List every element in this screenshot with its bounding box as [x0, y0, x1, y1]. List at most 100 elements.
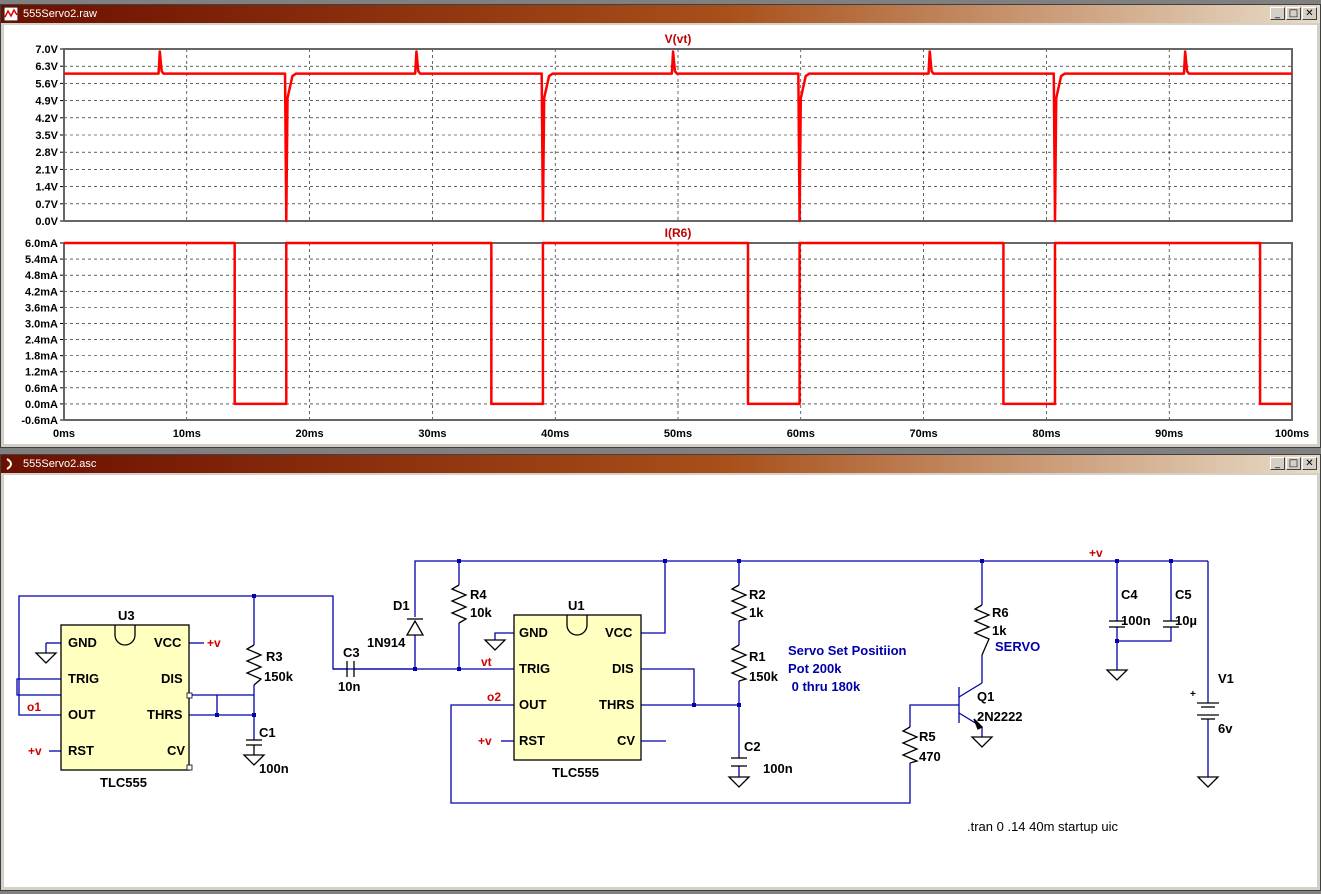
- c5-symbol[interactable]: [1163, 620, 1179, 628]
- y-tick-label: 3.5V: [35, 130, 58, 142]
- y-tick-label: 7.0V: [35, 44, 58, 56]
- x-tick-label: 90ms: [1155, 428, 1183, 440]
- schematic-titlebar[interactable]: 555Servo2.asc _ □ ✕: [1, 455, 1320, 473]
- y-tick-label: 0.6mA: [25, 383, 58, 395]
- u3-pin-trig: TRIG: [68, 671, 99, 686]
- maximize-button[interactable]: □: [1286, 7, 1301, 20]
- y-tick-label: 4.9V: [35, 96, 58, 108]
- y-tick-label: 3.6mA: [25, 302, 58, 314]
- wire: [450, 704, 911, 804]
- waveform-window[interactable]: 555Servo2.raw _ □ ✕ 7.0V 6.3V 5.6V 4.9V 4.2V…: [0, 4, 1321, 448]
- wire: [641, 668, 695, 705]
- schematic-icon: [6, 458, 12, 470]
- r3-symbol[interactable]: [245, 644, 263, 686]
- wire: [1117, 627, 1172, 642]
- wire: [641, 561, 666, 634]
- v1-ref: V1: [1218, 671, 1234, 686]
- trace-vvt: [64, 50, 1292, 223]
- schematic-window[interactable]: 555Servo2.asc _ □ ✕: [0, 454, 1321, 891]
- y-tick-label: 2.8V: [35, 147, 58, 159]
- u3-chip[interactable]: [60, 624, 193, 771]
- y-tick-label: 0.0mA: [25, 399, 58, 411]
- c3-value: 10n: [338, 679, 360, 694]
- ground-icon: [1105, 669, 1129, 681]
- x-tick-label: 30ms: [418, 428, 446, 440]
- c2-symbol[interactable]: [731, 757, 747, 767]
- u1-part: TLC555: [552, 765, 599, 780]
- net-label-plus-v: +v: [478, 734, 492, 748]
- r4-value: 10k: [470, 605, 492, 620]
- waveform-icon: [4, 7, 18, 21]
- net-label-plus-v: +v: [1089, 546, 1103, 560]
- d1-symbol[interactable]: [405, 618, 425, 636]
- trace-title-ir6: I(R6): [665, 226, 692, 240]
- r1-value: 150k: [749, 669, 779, 684]
- c3-ref: C3: [343, 645, 360, 660]
- minimize-button[interactable]: _: [1270, 457, 1285, 470]
- u3-pin-gnd: GND: [68, 635, 97, 650]
- u1-pin-out: OUT: [519, 697, 547, 712]
- wire: [494, 632, 514, 640]
- x-tick-label: 20ms: [296, 428, 324, 440]
- y-tick-label: 4.2V: [35, 113, 58, 125]
- wire: [909, 704, 959, 727]
- comment-line: 0 thru 180k: [788, 679, 861, 694]
- y-tick-label: 3.0mA: [25, 318, 58, 330]
- r1-symbol[interactable]: [730, 644, 748, 682]
- c1-value: 100n: [259, 761, 289, 776]
- c1-symbol[interactable]: [246, 739, 262, 755]
- ground-icon: [970, 736, 994, 748]
- spice-directive[interactable]: .tran 0 .14 40m startup uic: [967, 819, 1119, 834]
- r2-symbol[interactable]: [730, 584, 748, 622]
- net-label-plus-v: +v: [207, 636, 221, 650]
- u3-part: TLC555: [100, 775, 147, 790]
- y-tick-label: 5.6V: [35, 78, 58, 90]
- net-label-servo: SERVO: [995, 639, 1040, 654]
- u1-pin-rst: RST: [519, 733, 545, 748]
- close-button[interactable]: ✕: [1302, 7, 1317, 20]
- u1-chip[interactable]: [513, 614, 642, 761]
- ground-icon: [727, 776, 751, 788]
- c4-symbol[interactable]: [1109, 620, 1125, 628]
- net-label-o2: o2: [487, 690, 501, 704]
- q1-emitter-arrow: [973, 718, 984, 730]
- r1-ref: R1: [749, 649, 766, 664]
- u3-pin-out: OUT: [68, 707, 96, 722]
- trace-title-vvt: V(vt): [665, 32, 692, 46]
- schematic-window-title: 555Servo2.asc: [23, 458, 97, 470]
- u1-pin-gnd: GND: [519, 625, 548, 640]
- d1-ref: D1: [393, 598, 410, 613]
- r5-symbol[interactable]: [901, 726, 919, 764]
- y-tick-label: 6.3V: [35, 61, 58, 73]
- r6-symbol[interactable]: [973, 604, 991, 656]
- u3-pin-dis: DIS: [161, 671, 183, 686]
- maximize-button[interactable]: □: [1286, 457, 1301, 470]
- c2-value: 100n: [763, 761, 793, 776]
- y-tick-label: 0.0V: [35, 216, 58, 228]
- r5-ref: R5: [919, 729, 936, 744]
- schematic-canvas[interactable]: U3 GND VCC TRIG DIS OUT THRS RST CV TLC5…: [4, 475, 1317, 889]
- u1-pin-thrs: THRS: [599, 697, 635, 712]
- minimize-button[interactable]: _: [1270, 7, 1285, 20]
- v1-symbol[interactable]: [1197, 702, 1219, 720]
- waveform-titlebar[interactable]: 555Servo2.raw _ □ ✕: [1, 5, 1320, 23]
- y-tick-label: 1.8mA: [25, 351, 58, 363]
- ground-icon: [483, 639, 507, 651]
- x-tick-label: 10ms: [173, 428, 201, 440]
- waveform-plots[interactable]: 7.0V6.3V5.6V4.9V4.2V3.5V2.8V2.1V1.4V0.7V…: [4, 25, 1317, 446]
- r4-symbol[interactable]: [450, 584, 468, 624]
- q1-value: 2N2222: [977, 709, 1023, 724]
- y-tick-label: 4.8mA: [25, 270, 58, 282]
- net-label-plus-v: +v: [28, 744, 42, 758]
- x-tick-label: 100ms: [1275, 428, 1309, 440]
- close-button[interactable]: ✕: [1302, 457, 1317, 470]
- v1-plus: +: [1190, 689, 1196, 700]
- c3-symbol[interactable]: [346, 661, 355, 677]
- wire: [958, 682, 983, 698]
- x-tick-label: 60ms: [787, 428, 815, 440]
- c5-value: 10µ: [1175, 613, 1197, 628]
- c2-ref: C2: [744, 739, 761, 754]
- y-tick-label: 6.0mA: [25, 238, 58, 250]
- r3-value: 150k: [264, 669, 294, 684]
- waveform-window-title: 555Servo2.raw: [23, 8, 97, 20]
